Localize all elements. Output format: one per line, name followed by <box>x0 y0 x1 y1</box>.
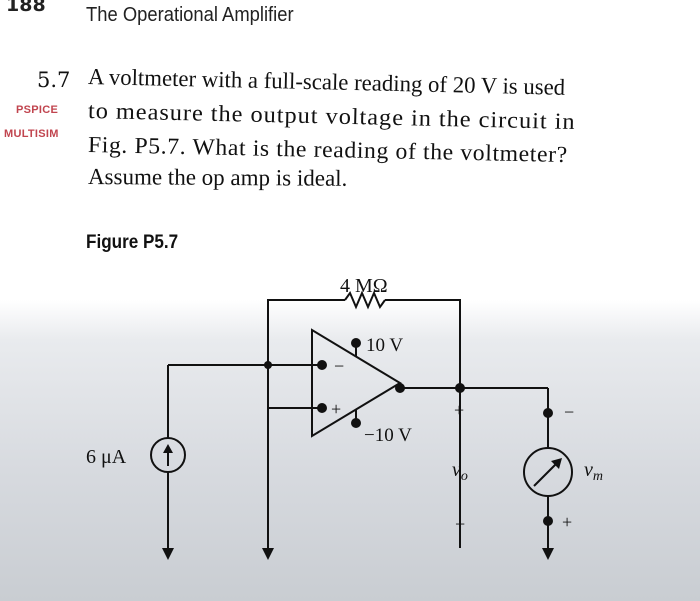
node-feedback-output <box>455 383 465 393</box>
current-source-arrowhead <box>163 444 173 453</box>
vm-plus-sign: + <box>562 512 572 532</box>
node-meter-top <box>543 408 553 418</box>
resistor-label: 4 MΩ <box>340 275 388 297</box>
node-positive-supply <box>351 338 361 348</box>
positive-supply-label: 10 V <box>366 335 403 356</box>
node-meter-bottom <box>543 516 553 526</box>
running-head: The Operational Amplifier <box>86 4 294 26</box>
voltmeter-needle-head <box>551 458 562 469</box>
current-source-label: 6 μA <box>86 446 127 468</box>
figure-label: Figure P5.7 <box>86 232 179 253</box>
voltmeter-circle <box>523 447 573 497</box>
current-source-circle <box>150 437 186 473</box>
voltmeter-needle <box>533 463 557 487</box>
pspice-tag: PSPICE <box>16 104 59 116</box>
feedback-wire-right <box>385 299 461 388</box>
vo-label: vo <box>452 459 468 484</box>
inverting-sign: − <box>334 356 344 376</box>
page-number: 188 <box>6 0 46 16</box>
problem-number: 5.7 <box>37 68 71 92</box>
feedback-resistor <box>344 290 386 310</box>
ground-arrow-left <box>162 548 174 560</box>
vm-label: vm <box>584 459 603 484</box>
noninverting-sign: + <box>331 399 341 419</box>
node-negative-supply <box>351 418 361 428</box>
node-inverting-junction <box>264 361 272 369</box>
vo-plus-sign: + <box>454 400 464 420</box>
node-op-amp-output <box>395 383 405 393</box>
vo-minus-sign: − <box>455 514 465 534</box>
node-inverting-input <box>317 360 327 370</box>
vm-minus-sign: − <box>564 402 574 422</box>
ground-arrow-middle <box>262 548 274 560</box>
ground-arrow-right <box>542 548 554 560</box>
negative-supply-label: −10 V <box>364 425 412 446</box>
node-noninverting-input <box>317 403 327 413</box>
feedback-wire-left <box>267 299 345 365</box>
multisim-tag: MULTISIM <box>4 128 59 140</box>
